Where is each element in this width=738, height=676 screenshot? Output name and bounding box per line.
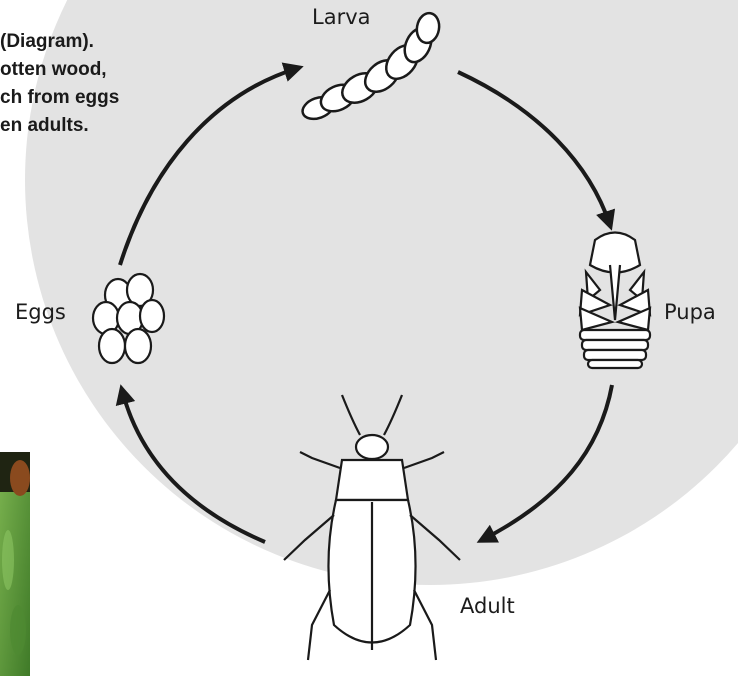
- intro-line: ch from eggs: [0, 84, 250, 112]
- eggs-label: Eggs: [15, 300, 66, 324]
- pupa-label: Pupa: [664, 300, 716, 324]
- adult-label: Adult: [460, 594, 515, 618]
- intro-line: otten wood,: [0, 56, 250, 84]
- intro-line: (Diagram).: [0, 28, 250, 56]
- intro-text: (Diagram). otten wood, ch from eggs en a…: [0, 28, 250, 140]
- larva-label: Larva: [312, 5, 371, 29]
- intro-line: en adults.: [0, 112, 250, 140]
- beetle-photo: [0, 452, 30, 676]
